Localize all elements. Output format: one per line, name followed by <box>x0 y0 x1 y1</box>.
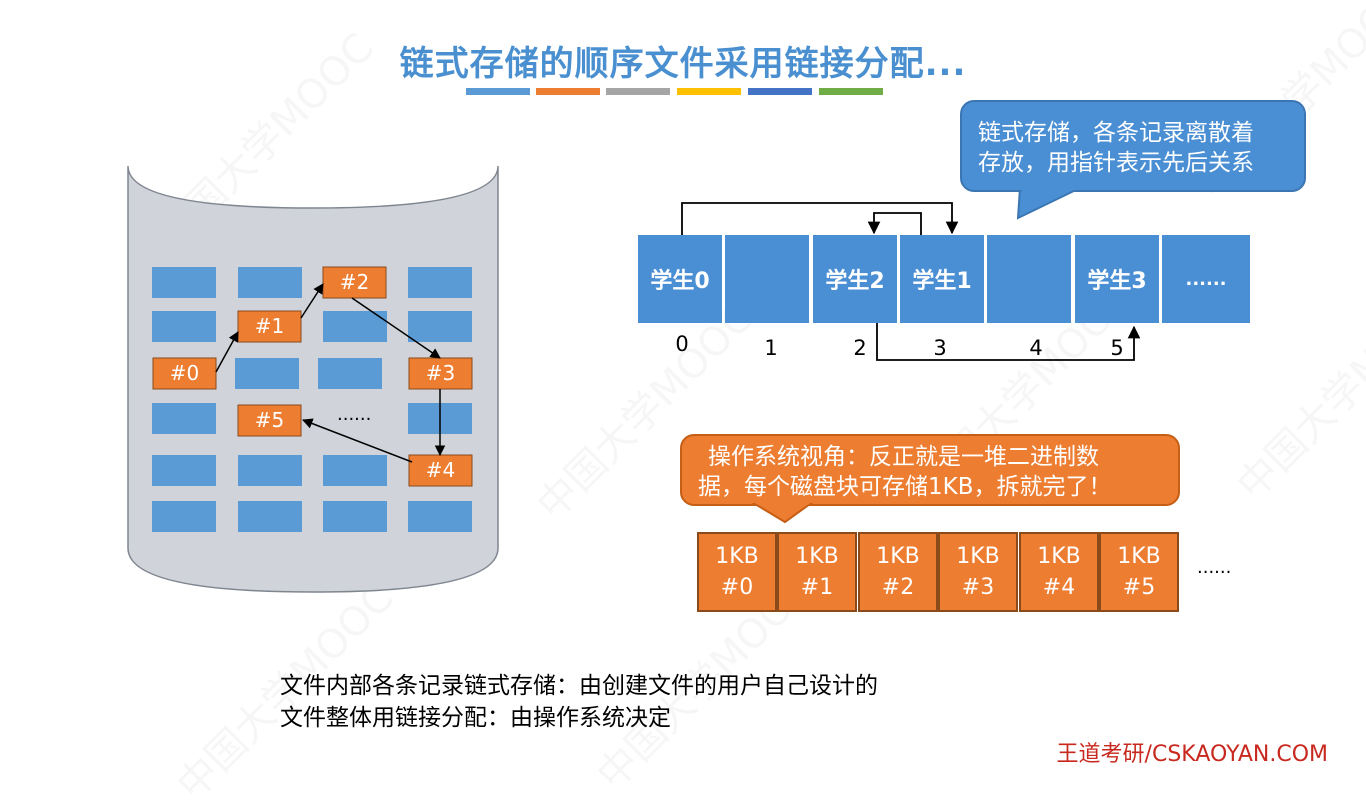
record-cell: 学生1 <box>900 235 986 323</box>
arrow-0-1 <box>215 331 239 373</box>
color-bar-segment <box>748 88 812 95</box>
disk-block-label: #1 <box>254 314 285 338</box>
os-block-id: #0 <box>720 575 754 600</box>
os-block: 1KB#1 <box>777 532 857 612</box>
record-cell <box>987 235 1073 323</box>
os-block-id: #2 <box>881 575 915 600</box>
arrow-2-3 <box>351 297 441 359</box>
pointer-0-to-1 <box>681 202 959 235</box>
record-index: 1 <box>764 336 778 360</box>
os-block: 1KB#2 <box>858 532 938 612</box>
disk-block-5 <box>237 404 302 437</box>
disk-block-label: #0 <box>169 361 200 385</box>
record-pointers <box>681 202 1141 361</box>
disk-block-3 <box>408 357 473 390</box>
disk-cylinder <box>127 165 499 593</box>
color-bar-segment <box>606 88 670 95</box>
disk-block-label: #2 <box>339 270 370 294</box>
record-cell <box>725 235 811 323</box>
os-block-ellipsis: ...... <box>1197 557 1232 578</box>
os-bubble-tail <box>751 502 814 524</box>
disk-block-1 <box>237 310 302 343</box>
record-index: 0 <box>675 332 689 356</box>
logical-callout: 链式存储，各条记录离散着 存放，用指针表示先后关系 <box>960 100 1306 192</box>
os-block-id: #5 <box>1122 575 1156 600</box>
record-cell: ...... <box>1162 235 1250 323</box>
os-block-id: #4 <box>1042 575 1076 600</box>
disk-block-label: #3 <box>425 361 456 385</box>
os-block: 1KB#0 <box>697 532 777 612</box>
record-cell: 学生2 <box>813 235 899 323</box>
pointer-2-to-3 <box>876 323 1141 361</box>
os-block-size: 1KB <box>1117 544 1161 569</box>
os-block-size: 1KB <box>795 544 839 569</box>
os-block-id: #1 <box>800 575 834 600</box>
disk-block-2 <box>322 266 387 299</box>
note-line: 文件整体用链接分配：由操作系统决定 <box>280 705 671 731</box>
color-bar-segment <box>819 88 883 95</box>
record-index: 5 <box>1110 336 1124 360</box>
os-block: 1KB#4 <box>1019 532 1099 612</box>
footer-brand: 王道考研/CSKAOYAN.COM <box>1056 742 1328 767</box>
os-callout: 操作系统视角：反正就是一堆二进制数 据，每个磁盘块可存储1KB，拆就完了！ <box>680 434 1180 506</box>
os-block: 1KB#3 <box>938 532 1018 612</box>
color-bar-segment <box>466 88 530 95</box>
disk-block-label: #5 <box>254 408 285 432</box>
arrow-1-2 <box>300 283 324 319</box>
arrow-4-5 <box>302 418 413 463</box>
record-index: 2 <box>853 336 867 360</box>
os-block-id: #3 <box>961 575 995 600</box>
logical-callout-line1: 链式存储，各条记录离散着 <box>978 120 1254 146</box>
bubble-tail-cover <box>1020 187 1076 214</box>
logical-callout-line2: 存放，用指针表示先后关系 <box>978 150 1254 176</box>
disk-ellipsis: ...... <box>337 404 372 425</box>
disk-block-0 <box>152 357 217 390</box>
color-bar-segment <box>677 88 741 95</box>
color-bar-segment <box>536 88 600 95</box>
os-block-size: 1KB <box>876 544 920 569</box>
record-index: 3 <box>933 336 947 360</box>
disk-block-label: #4 <box>425 458 456 482</box>
record-index: 4 <box>1029 336 1043 360</box>
os-block-size: 1KB <box>1037 544 1081 569</box>
disk-block-4 <box>408 454 473 487</box>
os-block-size: 1KB <box>715 544 759 569</box>
page-title: 链式存储的顺序文件采用链接分配... <box>399 44 967 84</box>
record-cell: 学生0 <box>638 235 724 323</box>
os-block-size: 1KB <box>956 544 1000 569</box>
record-cell: 学生3 <box>1075 235 1161 323</box>
os-block: 1KB#5 <box>1099 532 1179 612</box>
note-line: 文件内部各条记录链式存储：由创建文件的用户自己设计的 <box>280 673 878 699</box>
os-callout-line1: 操作系统视角：反正就是一堆二进制数 <box>708 444 1099 470</box>
pointer-1-to-2 <box>867 212 922 235</box>
os-callout-line2: 据，每个磁盘块可存储1KB，拆就完了！ <box>698 474 1112 500</box>
